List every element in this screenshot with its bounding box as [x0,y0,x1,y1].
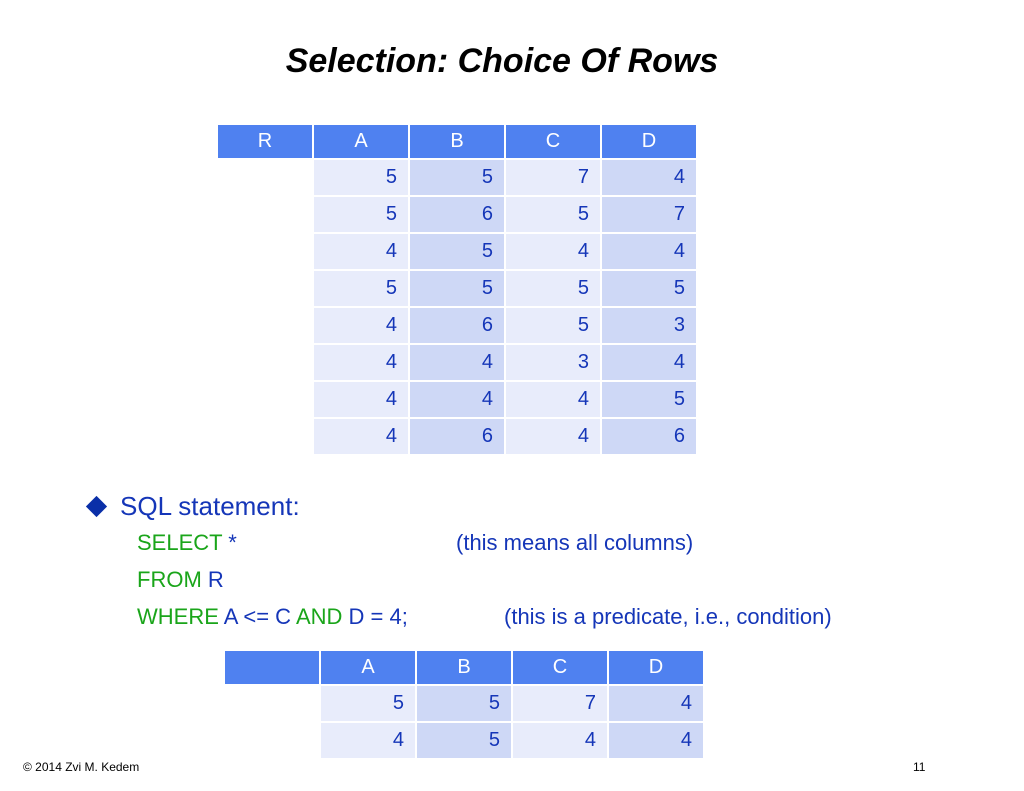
sql-where-condition-a: A <= C [218,604,296,629]
sql-from-keyword: FROM [137,567,202,592]
cell-b: 5 [410,160,504,195]
sql-where-keyword: WHERE [137,604,219,629]
footer-copyright: © 2014 Zvi M. Kedem [23,760,140,774]
cell-a: 4 [314,234,408,269]
cell-b: 6 [410,197,504,232]
cell-a: 4 [314,345,408,380]
sql-select-line: SELECT * [137,530,237,556]
diamond-bullet-icon [85,496,108,518]
cell-b: 5 [417,723,511,758]
slide-title: Selection: Choice Of Rows [285,42,719,80]
cell-c: 4 [506,382,600,417]
empty-cell [218,234,312,269]
cell-b: 6 [410,308,504,343]
cell-c: 7 [506,160,600,195]
cell-a: 4 [314,419,408,454]
header-cell-b: B [417,651,511,684]
cell-a: 4 [314,382,408,417]
cell-d: 6 [602,419,696,454]
cell-c: 4 [513,723,607,758]
empty-cell [225,686,319,721]
header-cell-blank [225,651,319,684]
empty-cell [225,723,319,758]
cell-b: 5 [417,686,511,721]
empty-cell [218,345,312,380]
empty-cell [218,419,312,454]
sql-select-comment: (this means all columns) [456,530,694,555]
cell-a: 4 [314,308,408,343]
cell-d: 4 [609,686,703,721]
empty-cell [218,160,312,195]
sql-bullet: SQL statement: [85,491,300,522]
sql-from-line: FROM R [137,567,224,593]
cell-c: 5 [506,197,600,232]
cell-c: 3 [506,345,600,380]
header-cell-d: D [602,125,696,158]
table-header-row: A B C D [225,651,703,684]
footer-page-number: 11 [913,760,926,774]
table-header-row: R A B C D [218,125,696,158]
cell-b: 5 [410,234,504,269]
header-cell-d: D [609,651,703,684]
cell-c: 5 [506,271,600,306]
header-cell-a: A [321,651,415,684]
cell-a: 5 [314,197,408,232]
empty-cell [218,271,312,306]
cell-c: 5 [506,308,600,343]
sql-from-rest: R [201,567,224,592]
cell-a: 5 [314,271,408,306]
header-cell-a: A [314,125,408,158]
sql-bullet-text: SQL statement: [120,491,300,521]
cell-b: 4 [410,345,504,380]
sql-select-keyword: SELECT [137,530,223,555]
header-cell-b: B [410,125,504,158]
cell-d: 4 [609,723,703,758]
header-cell-c: C [513,651,607,684]
empty-cell [218,308,312,343]
cell-b: 6 [410,419,504,454]
header-cell-c: C [506,125,600,158]
sql-select-rest: * [222,530,237,555]
cell-a: 4 [321,723,415,758]
empty-cell [218,197,312,232]
cell-c: 7 [513,686,607,721]
cell-b: 4 [410,382,504,417]
cell-d: 7 [602,197,696,232]
sql-and-keyword: AND [295,604,343,629]
cell-a: 5 [321,686,415,721]
cell-d: 3 [602,308,696,343]
header-cell-r: R [218,125,312,158]
sql-where-line: WHERE A <= C AND D = 4; [137,604,408,630]
sql-where-condition-d: D = 4; [342,604,408,629]
cell-b: 5 [410,271,504,306]
empty-cell [218,382,312,417]
cell-c: 4 [506,419,600,454]
cell-c: 4 [506,234,600,269]
cell-d: 5 [602,271,696,306]
cell-d: 5 [602,382,696,417]
cell-d: 4 [602,345,696,380]
sql-where-comment: (this is a predicate, i.e., condition) [504,604,832,629]
cell-d: 4 [602,160,696,195]
cell-d: 4 [602,234,696,269]
cell-a: 5 [314,160,408,195]
